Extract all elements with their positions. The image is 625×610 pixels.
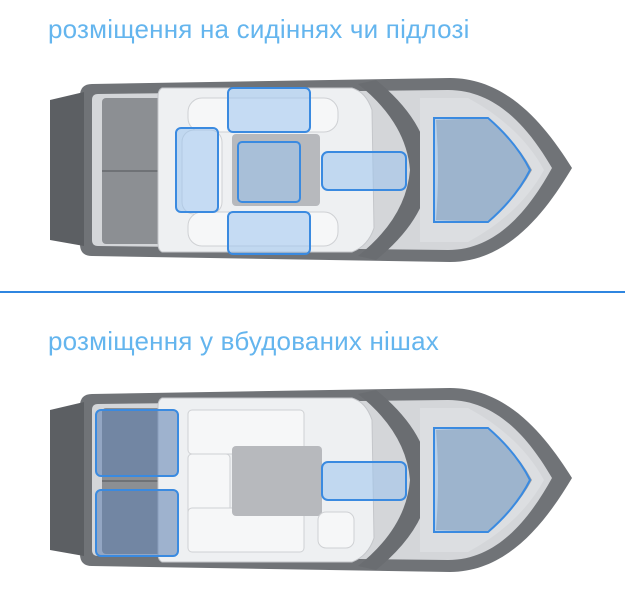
windshield	[358, 390, 430, 570]
stern-motor	[50, 402, 84, 556]
storage-zone-bow	[433, 427, 532, 533]
center-table	[232, 446, 322, 516]
storage-zone-bottom-seat	[227, 211, 311, 255]
storage-zone-left-seat	[175, 127, 219, 213]
boat-top-view-icon	[50, 388, 572, 572]
boat-top-view-icon	[50, 78, 572, 262]
storage-zone-top-seat	[227, 87, 311, 133]
section-caption-niches: розміщення у вбудованих нішах	[48, 326, 439, 356]
storage-zone-bow	[433, 117, 532, 223]
storage-zone-console	[321, 461, 407, 501]
storage-zone-rear-niche-top	[95, 409, 179, 477]
section-caption-seats-floor: розміщення на сидіннях чи підлозі	[48, 14, 470, 44]
helm-seat	[317, 511, 355, 549]
storage-zone-floor	[237, 141, 301, 203]
storage-zone-console	[321, 151, 407, 191]
storage-zone-rear-niche-bottom	[95, 489, 179, 557]
windshield	[358, 80, 430, 260]
section-divider	[0, 291, 625, 293]
stern-motor	[50, 92, 84, 246]
